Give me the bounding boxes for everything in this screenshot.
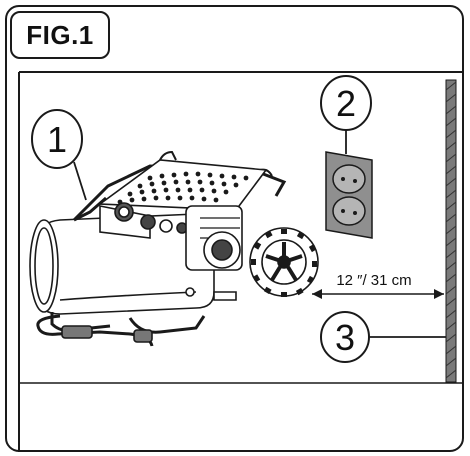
outlet-socket-lower bbox=[332, 196, 366, 226]
dimension-arrow-left bbox=[312, 289, 322, 299]
figure-label: FIG.1 bbox=[10, 11, 110, 59]
regulator-knob bbox=[140, 214, 156, 230]
figure-frame bbox=[5, 5, 464, 452]
callout-2: 2 bbox=[320, 75, 372, 154]
hose-coupler bbox=[133, 329, 153, 343]
dimension-label: 12 ″/ 31 cm bbox=[336, 272, 411, 289]
callout-3-number: 3 bbox=[335, 317, 355, 358]
wheel-hub bbox=[277, 255, 291, 269]
cover-vents bbox=[117, 171, 249, 205]
air-compressor bbox=[29, 150, 319, 347]
outlet-pin-lower-right bbox=[353, 211, 357, 215]
callout-3: 3 bbox=[320, 311, 446, 363]
wheel-tread bbox=[251, 229, 317, 297]
wheel-spokes bbox=[265, 242, 303, 282]
callout-1-circle bbox=[31, 109, 83, 169]
drain-valve bbox=[185, 287, 195, 297]
tank-end-cap-inner bbox=[34, 227, 54, 305]
pump-bracket bbox=[213, 291, 237, 301]
callout-1-leader bbox=[73, 161, 87, 201]
outlet-pin-upper-right bbox=[353, 179, 357, 183]
wall-surface bbox=[445, 79, 457, 383]
tank-seam bbox=[59, 291, 197, 301]
callout-1-number: 1 bbox=[47, 119, 67, 160]
dimension-arrow-right bbox=[434, 289, 444, 299]
frame-hook-left bbox=[159, 150, 177, 161]
hose-fitting bbox=[61, 325, 93, 339]
wall-outlet bbox=[325, 151, 373, 239]
wall bbox=[445, 79, 457, 383]
pressure-gauge-face bbox=[118, 206, 130, 218]
callout-1: 1 bbox=[31, 109, 87, 201]
pump-fins bbox=[200, 217, 240, 239]
wall-hatching bbox=[445, 81, 457, 379]
clearance-dimension: 12 ″/ 31 cm bbox=[312, 272, 444, 299]
output-gauge bbox=[159, 219, 173, 233]
figure-label-text: FIG.1 bbox=[26, 19, 94, 50]
callout-2-number: 2 bbox=[336, 83, 356, 124]
outlet-pin-lower-left bbox=[341, 209, 345, 213]
outlet-socket-upper bbox=[332, 164, 366, 194]
motor-fan-hub bbox=[211, 239, 233, 261]
outlet-pin-upper-left bbox=[341, 177, 345, 181]
